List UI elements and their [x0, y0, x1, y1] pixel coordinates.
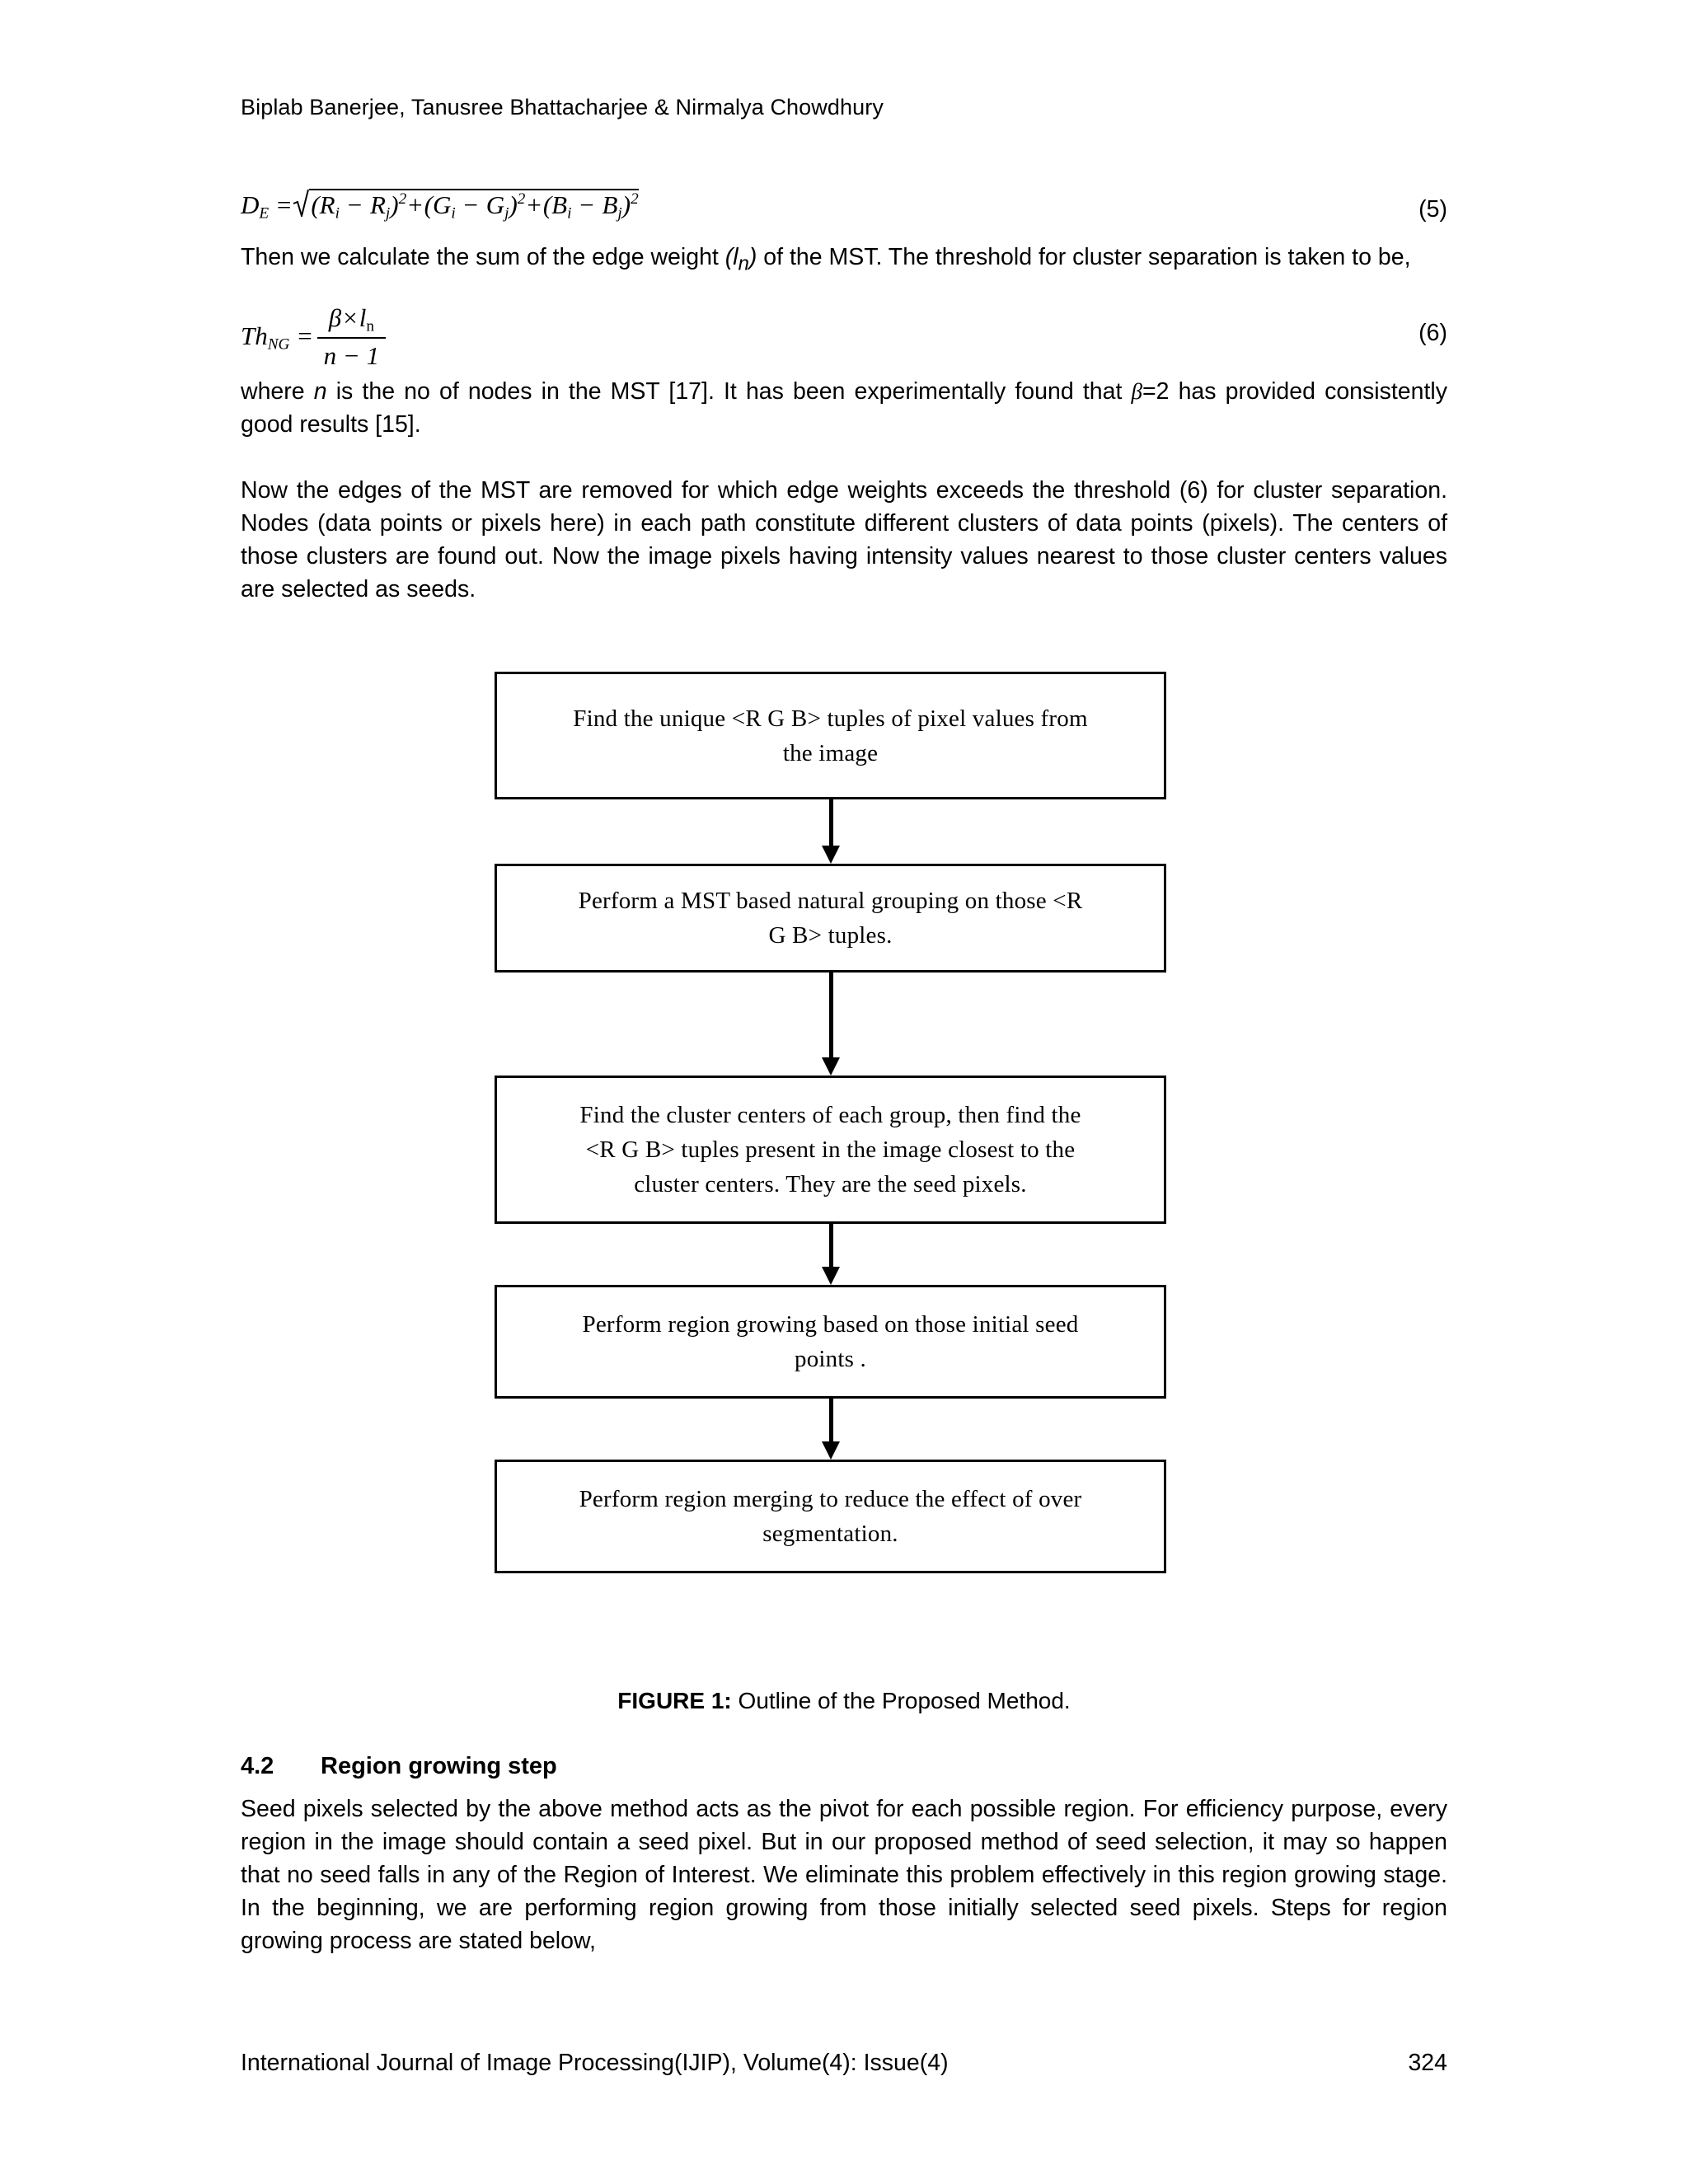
- flowchart-arrow-3: [818, 1224, 843, 1285]
- flowchart-box-5-line-2: segmentation.: [762, 1521, 898, 1547]
- eq6-l: ln: [359, 303, 374, 335]
- flowchart-box-4: Perform region growing based on those in…: [495, 1285, 1166, 1399]
- p2-part-b: is the no of nodes in the MST [17]. It h…: [326, 378, 1132, 405]
- eq6-equals: =: [298, 321, 312, 351]
- flowchart-arrow-4: [818, 1399, 843, 1460]
- p2-part-a: where: [241, 378, 314, 405]
- p1-part-b: of the MST. The threshold for cluster se…: [757, 244, 1411, 270]
- flowchart-box-3: Find the cluster centers of each group, …: [495, 1076, 1166, 1224]
- footer-page-number: 324: [1408, 2050, 1447, 2076]
- eq5-term-2: (Gi − Gj)2: [424, 190, 526, 223]
- flowchart-box-2-line-2: G B> tuples.: [768, 922, 893, 949]
- section-number: 4.2: [241, 1753, 274, 1779]
- figure-caption: FIGURE 1: Outline of the Proposed Method…: [0, 1688, 1688, 1714]
- p2-beta-symbol: β: [1131, 379, 1142, 404]
- p2-symbol-n: n: [313, 378, 327, 405]
- eq5-term-3: (Bi − Bj)2: [542, 190, 639, 223]
- eq5-plus-2: +: [527, 190, 542, 219]
- eq5-plus-1: +: [408, 190, 423, 219]
- arrow-1-stem: [828, 799, 833, 846]
- paragraph-then-we-calculate: Then we calculate the sum of the edge we…: [241, 241, 1447, 281]
- paragraph-now-the-edges: Now the edges of the MST are removed for…: [241, 477, 1447, 602]
- radical-bar: [309, 189, 639, 190]
- eq6-numerator: β×ln: [316, 303, 387, 340]
- footer-journal: International Journal of Image Processin…: [241, 2050, 949, 2076]
- arrow-3-head-icon: [821, 1267, 840, 1285]
- beta-symbol: β: [328, 303, 342, 332]
- flowchart-box-2-line-1: Perform a MST based natural grouping on …: [578, 888, 1083, 914]
- flowchart-box-3-line-3: cluster centers. They are the seed pixel…: [634, 1171, 1027, 1197]
- flowchart-box-1-text: Find the unique <R G B> tuples of pixel …: [522, 701, 1139, 771]
- figure-caption-label: FIGURE 1:: [617, 1688, 732, 1713]
- p1-part-a: Then we calculate the sum of the edge we…: [241, 244, 725, 270]
- flowchart-box-5-line-1: Perform region merging to reduce the eff…: [579, 1486, 1082, 1512]
- paragraph-where-n: where n is the no of nodes in the MST [1…: [241, 375, 1447, 441]
- paragraph-seed-pixels-wrap: Seed pixels selected by the above method…: [241, 1793, 1447, 1957]
- arrow-3-stem: [828, 1224, 833, 1267]
- arrow-2-stem: [828, 972, 833, 1057]
- equation-5-number: (5): [1418, 196, 1447, 223]
- paragraph-now-the-edges-wrap: Now the edges of the MST are removed for…: [241, 474, 1447, 606]
- paragraph-where-n-wrap: where n is the no of nodes in the MST [1…: [241, 375, 1447, 441]
- equation-5-expression: DE =(Ri − Rj)2+(Gi − Gj)2+(Bi − Bj)2: [241, 188, 639, 223]
- figure-caption-text: Outline of the Proposed Method.: [731, 1688, 1071, 1713]
- arrow-2-head-icon: [821, 1057, 840, 1076]
- eq5-radical: (Ri − Rj)2+(Gi − Gj)2+(Bi − Bj)2: [293, 188, 639, 223]
- p1-symbol-l: (ln): [724, 244, 757, 275]
- flowchart-box-1-line-2: the image: [782, 739, 879, 766]
- arrow-4-stem: [828, 1399, 833, 1441]
- running-head: Biplab Banerjee, Tanusree Bhattacharjee …: [241, 95, 884, 120]
- flowchart-arrow-2: [818, 972, 843, 1076]
- eq5-equals: =: [276, 190, 292, 219]
- flowchart-box-4-text: Perform region growing based on those in…: [522, 1307, 1139, 1376]
- p2-part-c: =2 has provided consistently good result…: [241, 378, 1447, 438]
- section-heading-4-2: 4.2 Region growing step: [241, 1753, 557, 1780]
- flowchart-box-3-line-2: <R G B> tuples present in the image clos…: [585, 1137, 1076, 1163]
- radical-glyph-icon: [293, 189, 310, 219]
- paragraph-seed-pixels: Seed pixels selected by the above method…: [241, 1796, 1447, 1954]
- section-title: Region growing step: [321, 1753, 557, 1779]
- equation-5-row: DE =(Ri − Rj)2+(Gi − Gj)2+(Bi − Bj)2 (5): [241, 188, 1447, 234]
- paragraph-then-we-calculate-wrap: Then we calculate the sum of the edge we…: [241, 241, 1447, 281]
- equation-6-number: (6): [1418, 320, 1447, 346]
- flowchart-box-4-line-2: points .: [795, 1346, 866, 1372]
- eq6-lhs: ThNG: [241, 321, 290, 354]
- flowchart-arrow-1: [818, 799, 843, 864]
- flowchart: Find the unique <R G B> tuples of pixel …: [495, 672, 1166, 1573]
- flowchart-box-3-text: Find the cluster centers of each group, …: [522, 1098, 1139, 1202]
- eq5-lhs: DE: [241, 190, 270, 223]
- flowchart-box-5-text: Perform region merging to reduce the eff…: [522, 1482, 1139, 1551]
- flowchart-box-1: Find the unique <R G B> tuples of pixel …: [495, 672, 1166, 799]
- times-symbol: ×: [343, 303, 358, 332]
- flowchart-box-2: Perform a MST based natural grouping on …: [495, 864, 1166, 972]
- page-footer: International Journal of Image Processin…: [241, 2050, 1447, 2077]
- flowchart-box-2-text: Perform a MST based natural grouping on …: [522, 883, 1139, 953]
- eq6-denominator: n − 1: [323, 341, 380, 371]
- flowchart-box-4-line-1: Perform region growing based on those in…: [582, 1311, 1079, 1338]
- arrow-1-head-icon: [821, 846, 840, 864]
- arrow-4-head-icon: [821, 1441, 840, 1460]
- radical-tick: [293, 189, 310, 219]
- eq5-term-1: (Ri − Rj)2: [311, 190, 407, 223]
- equation-5-line: DE =(Ri − Rj)2+(Gi − Gj)2+(Bi − Bj)2 (5): [241, 188, 1447, 234]
- flowchart-box-3-line-1: Find the cluster centers of each group, …: [579, 1102, 1081, 1128]
- flowchart-box-5: Perform region merging to reduce the eff…: [495, 1460, 1166, 1573]
- flowchart-box-1-line-1: Find the unique <R G B> tuples of pixel …: [573, 705, 1088, 732]
